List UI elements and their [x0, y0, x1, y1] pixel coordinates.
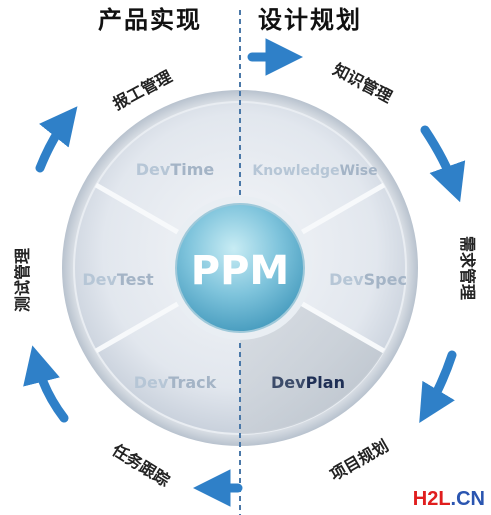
watermark-part2: .CN: [450, 488, 485, 510]
header-product-realization: 产品实现: [98, 6, 202, 34]
center-label: PPM: [191, 248, 289, 294]
arrow-upper-right-icon: [420, 125, 466, 203]
watermark-part1: H2L: [412, 488, 451, 510]
segment-label-devtrack: DevTrack: [134, 373, 217, 392]
segment-label-devtest: DevTest: [82, 270, 154, 289]
segment-label-devplan: DevPlan: [271, 373, 345, 392]
ring-label-test: 测试管理: [13, 248, 32, 312]
segment-label-devspec: DevSpec: [329, 270, 407, 289]
ring-label-task-track: 任务跟踪: [108, 440, 173, 491]
arrow-lower-right-icon: [419, 350, 457, 423]
segment-label-knowledgewise: KnowledgeWise: [252, 163, 377, 179]
watermark-logo: H2L.CN: [413, 488, 485, 511]
arrow-upper-left-icon: [35, 106, 78, 173]
ring-label-project-plan: 项目规划: [327, 436, 392, 484]
ring-label-requirement: 需求管理: [458, 236, 477, 300]
arrow-lower-left-icon: [23, 345, 69, 423]
ring-label-knowledge: 知识管理: [330, 60, 395, 107]
segment-label-devtime: DevTime: [136, 160, 215, 179]
center-circle: [175, 203, 305, 333]
header-design-planning: 设计规划: [258, 6, 362, 34]
cycle-arrows: [23, 38, 466, 507]
